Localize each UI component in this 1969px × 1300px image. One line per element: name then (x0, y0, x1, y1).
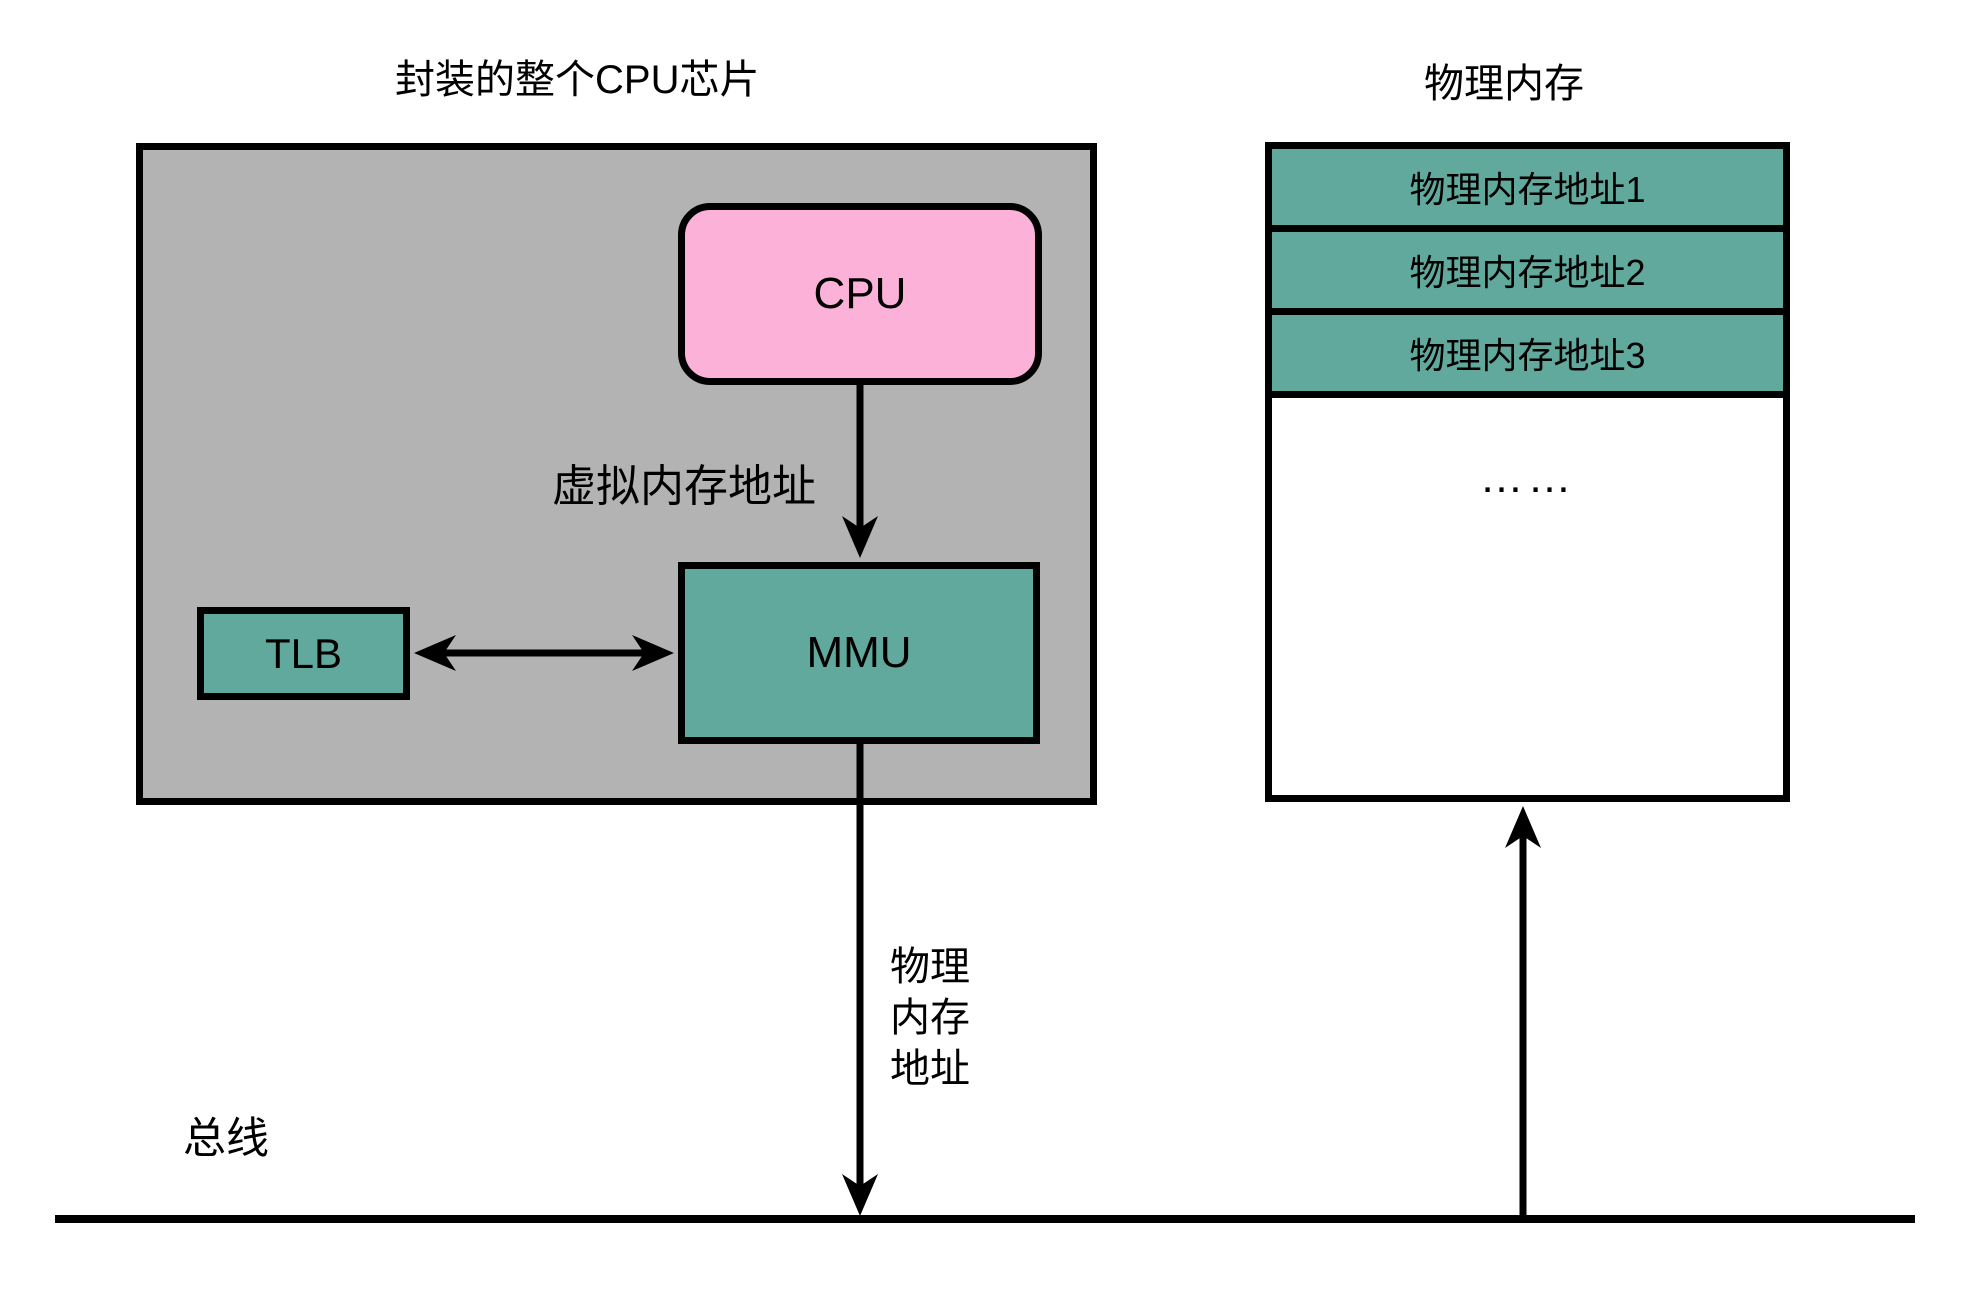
cpu-label: CPU (813, 269, 907, 318)
physical-address-label-line: 物理 (890, 945, 970, 989)
memory-row: 物理内存地址2 (1272, 232, 1783, 315)
mmu-to-bus-arrow (842, 740, 878, 1216)
memory-ellipsis: …… (1479, 453, 1576, 502)
bus-to-memory-arrow (1505, 806, 1541, 1219)
tlb-label: TLB (264, 629, 343, 677)
virtual-address-label: 虚拟内存地址 (552, 462, 816, 511)
physical-address-label: 物理 内存 地址 (878, 942, 982, 1095)
memory-row-label: 物理内存地址2 (1409, 252, 1646, 293)
physical-memory-box: 物理内存地址1 物理内存地址2 物理内存地址3 …… (1265, 142, 1790, 802)
physical-address-label-line: 地址 (890, 1047, 970, 1091)
memory-row: 物理内存地址3 (1272, 315, 1783, 398)
mmu-box: MMU (678, 562, 1040, 744)
tlb-box: TLB (197, 607, 410, 700)
bus-label: 总线 (183, 1115, 269, 1163)
physical-address-label-line: 内存 (890, 996, 970, 1040)
arrowhead-down-icon (842, 1174, 878, 1216)
memory-free-area: …… (1272, 398, 1783, 795)
chip-package-title: 封装的整个CPU芯片 (395, 58, 760, 102)
cpu-box: CPU (678, 203, 1042, 385)
memory-row-label: 物理内存地址3 (1409, 335, 1646, 376)
mmu-label: MMU (806, 628, 912, 677)
arrowhead-up-icon (1505, 806, 1541, 848)
memory-row-label: 物理内存地址1 (1409, 169, 1646, 210)
physical-memory-title: 物理内存 (1424, 62, 1584, 106)
memory-row: 物理内存地址1 (1272, 149, 1783, 232)
